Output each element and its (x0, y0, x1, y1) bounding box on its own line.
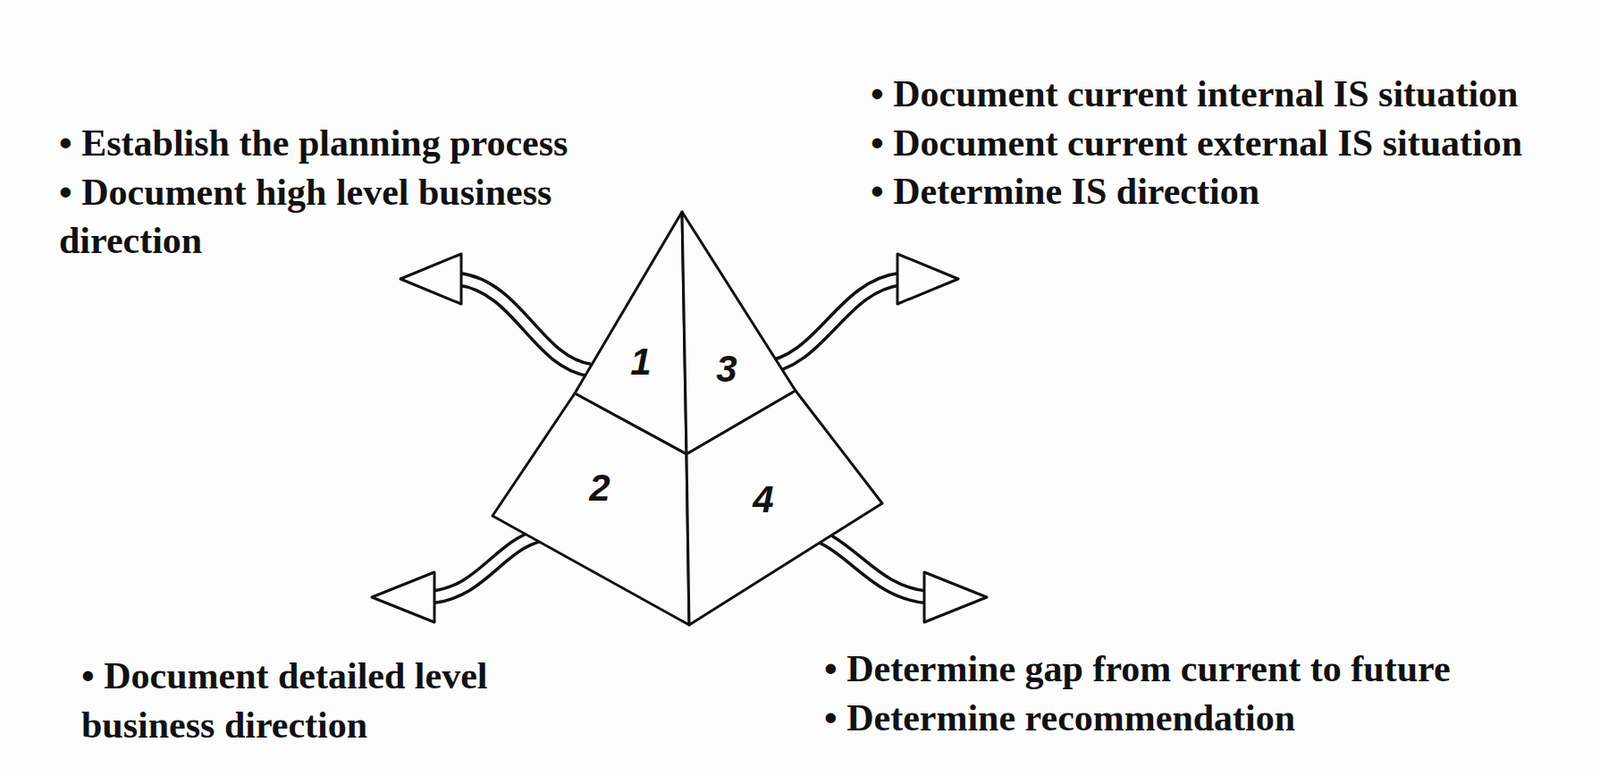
arrow-head (924, 572, 987, 623)
bullet-item: • Document high level business direction (58, 168, 596, 266)
face-outline (686, 390, 883, 625)
face-shape (686, 390, 883, 625)
arrow-head (371, 572, 435, 623)
curved-arrow (430, 532, 555, 598)
bullet-item: • Determine IS direction (870, 167, 1577, 217)
bullet-list: • Establish the planning process• Docume… (58, 118, 596, 266)
face-number: 2 (589, 469, 610, 507)
pyramid-face: 4 (686, 390, 883, 625)
curved-arrow (457, 278, 590, 371)
bullet-list: • Document detailed level business direc… (81, 651, 547, 750)
bullet-item: • Document current external IS situation (870, 118, 1577, 169)
bullet-item: • Determine recommendation (824, 693, 1558, 743)
face-outline (492, 393, 690, 625)
face-shape (492, 393, 690, 625)
curved-arrow (761, 278, 902, 369)
arrow-head (897, 253, 959, 304)
bullet-list: • Determine gap from current to future• … (824, 644, 1558, 742)
curved-arrow (430, 532, 555, 598)
arrow-head (400, 253, 462, 304)
bullet-item: • Establish the planning process (58, 118, 596, 169)
curved-arrow (457, 278, 590, 371)
bullet-item: • Document detailed level business direc… (81, 651, 547, 750)
face-number: 1 (630, 343, 651, 381)
bullet-list: • Document current internal IS situation… (870, 69, 1577, 217)
curved-arrow (761, 278, 902, 369)
bullet-item: • Document current internal IS situation (870, 69, 1577, 119)
face-number: 3 (715, 350, 737, 388)
pyramid-face: 2 (492, 393, 690, 625)
face-number: 4 (752, 480, 774, 519)
bullet-item: • Determine gap from current to future (824, 644, 1558, 694)
